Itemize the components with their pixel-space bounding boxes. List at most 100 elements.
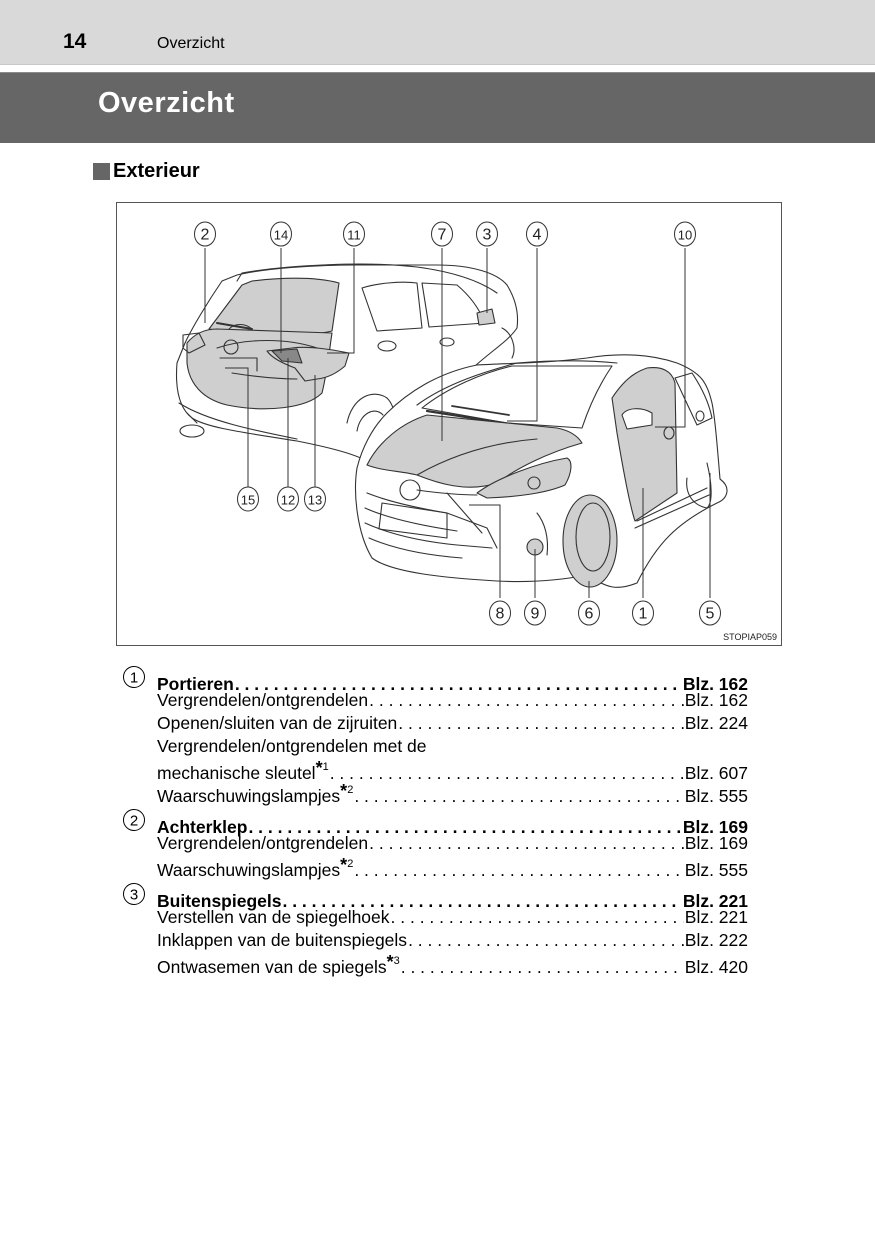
sub-item[interactable]: mechanische sleutel*1 Blz. 607 [122, 758, 748, 783]
callout-9: 9 [524, 600, 546, 626]
front-tire [562, 494, 618, 588]
running-header: 14 Overzicht [0, 0, 875, 65]
svg-text:3: 3 [130, 887, 138, 904]
callout-10: 10 [674, 221, 696, 247]
callout-3: 3 [476, 221, 498, 247]
sub-item[interactable]: Vergrendelen/ontgrendelen Blz. 162 [122, 689, 748, 712]
callout-number: 12 [281, 493, 295, 508]
front-car [355, 354, 728, 588]
callout-number: 14 [274, 228, 288, 243]
sub-item[interactable]: Vergrendelen/ontgrendelen Blz. 169 [122, 832, 748, 855]
leader-dots [369, 689, 684, 712]
page-ref[interactable]: Blz. 607 [684, 762, 748, 783]
footnote-number: 1 [322, 761, 329, 773]
sub-item-label: Inklappen van de buitenspiegels [157, 930, 408, 950]
leader-dots [391, 906, 684, 929]
callout-number: 1 [639, 606, 648, 623]
sub-item: Vergrendelen/ontgrendelen met de [122, 735, 748, 758]
list-item-heading[interactable]: 3 Buitenspiegels Blz. 221 [122, 882, 748, 911]
headlight [476, 457, 572, 499]
footnote-star: * [386, 952, 394, 972]
sub-item-label: Vergrendelen/ontgrendelen [157, 690, 369, 710]
callout-5: 5 [699, 600, 721, 626]
page-title: Overzicht [98, 87, 235, 119]
footnote-star: * [315, 758, 323, 778]
item-title: Buitenspiegels [157, 891, 282, 911]
item-title: Achterklep [157, 817, 248, 837]
title-band: Overzicht [0, 72, 875, 143]
sub-item-label: Ontwasemen van de spiegels*3 [157, 952, 400, 977]
list-item-heading[interactable]: 1 Portieren Blz. 162 [122, 665, 748, 694]
leader-lines [204, 248, 711, 598]
page-ref[interactable]: Blz. 162 [682, 674, 748, 694]
list-item: 2 Achterklep Blz. 169 Vergrendelen/ontgr… [122, 808, 748, 880]
svg-text:2: 2 [130, 813, 138, 830]
page-ref[interactable]: Blz. 222 [684, 930, 748, 950]
page-ref[interactable]: Blz. 162 [684, 690, 748, 710]
page-number: 14 [63, 30, 87, 53]
sub-item-label: Vergrendelen/ontgrendelen [157, 833, 369, 853]
page-ref[interactable]: Blz. 224 [684, 713, 748, 733]
callout-number: 5 [706, 606, 715, 623]
footnote-star: * [340, 855, 348, 875]
footnote-star: * [340, 781, 348, 801]
leader-dots [408, 929, 684, 952]
page-ref[interactable]: Blz. 221 [684, 907, 748, 927]
footnote-number: 2 [347, 858, 354, 870]
list-item-heading[interactable]: 2 Achterklep Blz. 169 [122, 808, 748, 837]
rear-window [208, 277, 340, 336]
page-ref[interactable]: Blz. 555 [684, 785, 748, 806]
sub-item[interactable]: Verstellen van de spiegelhoek Blz. 221 [122, 906, 748, 929]
callout-13: 13 [304, 486, 326, 512]
leader-dots [354, 859, 683, 882]
list-item: 3 Buitenspiegels Blz. 221 Verstellen van… [122, 882, 748, 977]
item-title: Portieren [157, 674, 234, 694]
sub-item[interactable]: Ontwasemen van de spiegels*3 Blz. 420 [122, 952, 748, 977]
circled-number-icon: 1 [122, 665, 146, 689]
callout-15: 15 [237, 486, 259, 512]
sub-item[interactable]: Waarschuwingslampjes*2 Blz. 555 [122, 781, 748, 806]
windshield [421, 365, 613, 429]
footnote-number: 2 [347, 784, 354, 796]
rear-car [175, 263, 519, 468]
leader-dots [330, 762, 684, 785]
sub-item-label: Verstellen van de spiegelhoek [157, 907, 390, 927]
callout-11: 11 [343, 221, 365, 247]
section-heading: Exterieur [93, 160, 200, 182]
page-ref[interactable]: Blz. 221 [682, 891, 748, 911]
section-square-icon [93, 163, 110, 180]
page-ref[interactable]: Blz. 169 [682, 817, 748, 837]
page-ref[interactable]: Blz. 169 [684, 833, 748, 853]
callout-number: 3 [483, 227, 492, 244]
sub-item-label: Waarschuwingslampjes*2 [157, 855, 354, 880]
front-door [611, 367, 678, 522]
circled-number-icon: 3 [122, 882, 146, 906]
sub-item[interactable]: Openen/sluiten van de zijruiten Blz. 224 [122, 712, 748, 735]
reference-list: 1 Portieren Blz. 162 Vergrendelen/ontgre… [122, 666, 748, 980]
leader-dots [369, 832, 684, 855]
sub-item[interactable]: Waarschuwingslampjes*2 Blz. 555 [122, 855, 748, 880]
page-ref[interactable]: Blz. 420 [684, 956, 748, 977]
callout-4: 4 [526, 221, 548, 247]
rear-emblem [223, 339, 239, 355]
figure-code: STOPIAP059 [723, 632, 777, 642]
callout-number: 6 [585, 606, 594, 623]
leader-dots [401, 956, 684, 979]
callout-6: 6 [578, 600, 600, 626]
callout-number: 15 [241, 493, 255, 508]
callout-number: 10 [678, 228, 692, 243]
callout-number: 4 [533, 227, 542, 244]
callout-7: 7 [431, 221, 453, 247]
sub-item-label: mechanische sleutel*1 [157, 758, 329, 783]
callout-14: 14 [270, 221, 292, 247]
leader-dots [354, 785, 683, 808]
circled-number-icon: 2 [122, 808, 146, 832]
callout-number: 8 [496, 606, 505, 623]
running-title: Overzicht [157, 35, 225, 52]
callout-2: 2 [194, 221, 216, 247]
sub-item[interactable]: Inklappen van de buitenspiegels Blz. 222 [122, 929, 748, 952]
page-ref[interactable]: Blz. 555 [684, 859, 748, 880]
callout-12: 12 [277, 486, 299, 512]
